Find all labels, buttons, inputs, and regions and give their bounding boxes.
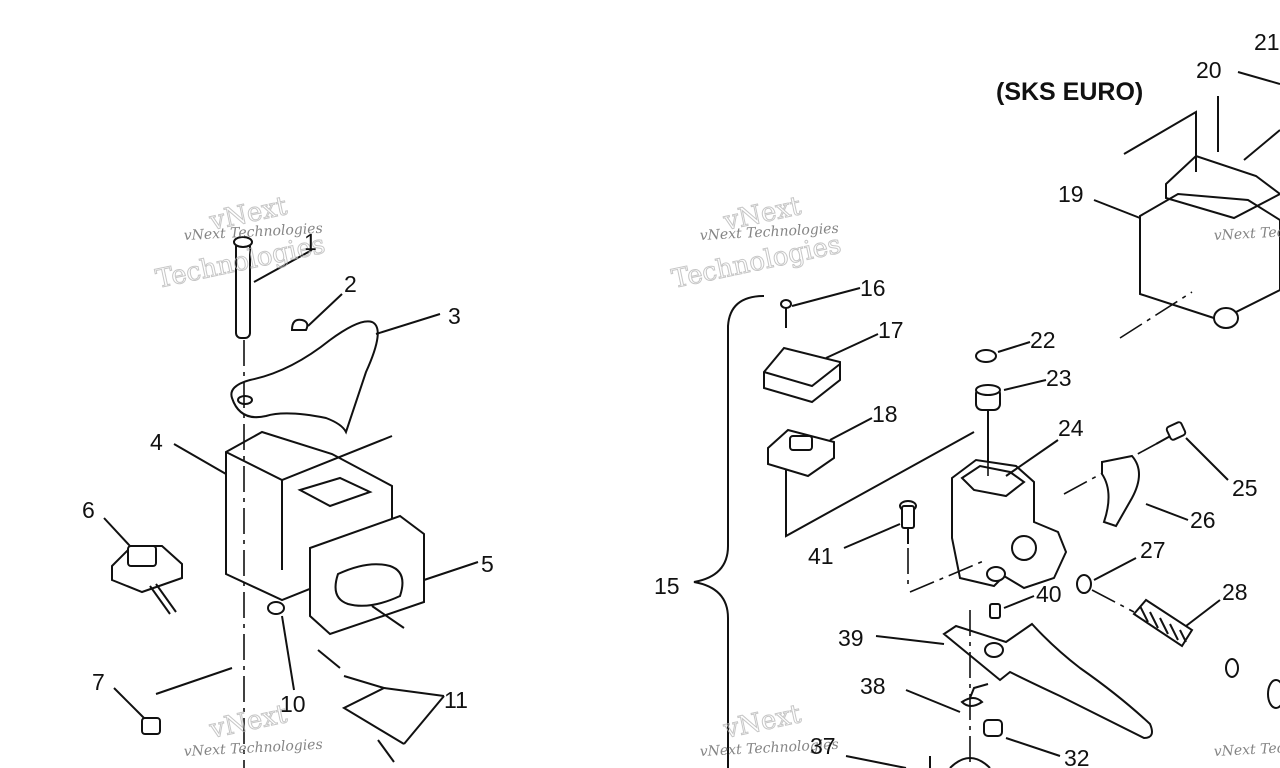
part-lever-3 (230, 313, 441, 435)
callout-28: 28 (1222, 579, 1248, 605)
part-lever-39 (875, 622, 1153, 740)
callout-6: 6 (82, 497, 95, 523)
callout-40: 40 (1036, 581, 1062, 607)
part-nut-32 (983, 719, 1061, 757)
part-block-6 (103, 517, 183, 615)
callout-2: 2 (344, 271, 357, 297)
part-washer-27 (1076, 557, 1137, 594)
callout-37: 37 (810, 733, 836, 759)
callout-24: 24 (1058, 415, 1084, 441)
group-brace-15 (693, 295, 765, 768)
part-spring-38 (905, 683, 989, 713)
callout-26: 26 (1190, 507, 1216, 533)
svg-text:vNext Technologies: vNext Technologies (1213, 221, 1280, 244)
part-washer-10 (267, 601, 295, 691)
part-screws-11 (317, 649, 445, 763)
callout-27: 27 (1140, 537, 1166, 563)
section-title: (SKS EURO) (996, 78, 1143, 106)
callout-15: 15 (654, 573, 680, 599)
part-spring-28 (1091, 589, 1280, 709)
callout-23: 23 (1046, 365, 1072, 391)
callout-17: 17 (878, 317, 904, 343)
callout-41: 41 (808, 543, 834, 569)
callout-19: 19 (1058, 181, 1084, 207)
callout-1: 1 (304, 229, 317, 255)
svg-text:vNext Technologies: vNext Technologies (1213, 737, 1280, 760)
callout-38: 38 (860, 673, 886, 699)
callout-3: 3 (448, 303, 461, 329)
callout-18: 18 (872, 401, 898, 427)
part-screw-16 (780, 287, 861, 328)
watermark-5: vNext Technologies vNext Technologies (1213, 221, 1280, 760)
left-assembly (103, 236, 479, 768)
part-diaphragm-18 (767, 417, 975, 538)
part-bushing-23 (975, 379, 1047, 411)
callout-11: 11 (444, 687, 468, 713)
part-bolt-41 (843, 500, 987, 593)
part-reservoir-19 (1093, 110, 1280, 339)
part-pin-40 (989, 595, 1035, 619)
callout-20: 20 (1196, 57, 1222, 83)
callout-21: 21 (1254, 29, 1280, 55)
part-cap-17 (763, 333, 879, 404)
callout-10: 10 (280, 691, 306, 717)
part-nut-7 (113, 667, 233, 735)
callout-22: 22 (1030, 327, 1056, 353)
callout-32: 32 (1064, 745, 1090, 768)
callout-7: 7 (92, 669, 105, 695)
watermark-2: vNext vNext Technologies Technologies (669, 191, 845, 296)
part-clamp-26 (1101, 454, 1189, 528)
svg-text:vNext Technologies: vNext Technologies (699, 221, 839, 244)
part-clip-2 (290, 293, 343, 331)
svg-text:vNext Technologies: vNext Technologies (699, 737, 839, 760)
callout-39: 39 (838, 625, 864, 651)
right-assembly (693, 71, 1280, 768)
part-cover-5 (309, 514, 479, 636)
callout-16: 16 (860, 275, 886, 301)
callout-25: 25 (1232, 475, 1258, 501)
part-ring-22 (975, 341, 1031, 363)
part-body-24 (951, 439, 1068, 590)
callout-4: 4 (150, 429, 163, 455)
svg-text:vNext: vNext (720, 699, 804, 745)
part-bolt-25 (1063, 421, 1229, 495)
callout-5: 5 (481, 551, 494, 577)
svg-text:vNext Technologies: vNext Technologies (183, 737, 323, 760)
part-pin-1 (233, 236, 313, 339)
svg-text:vNext Technologies: vNext Technologies (183, 221, 323, 244)
